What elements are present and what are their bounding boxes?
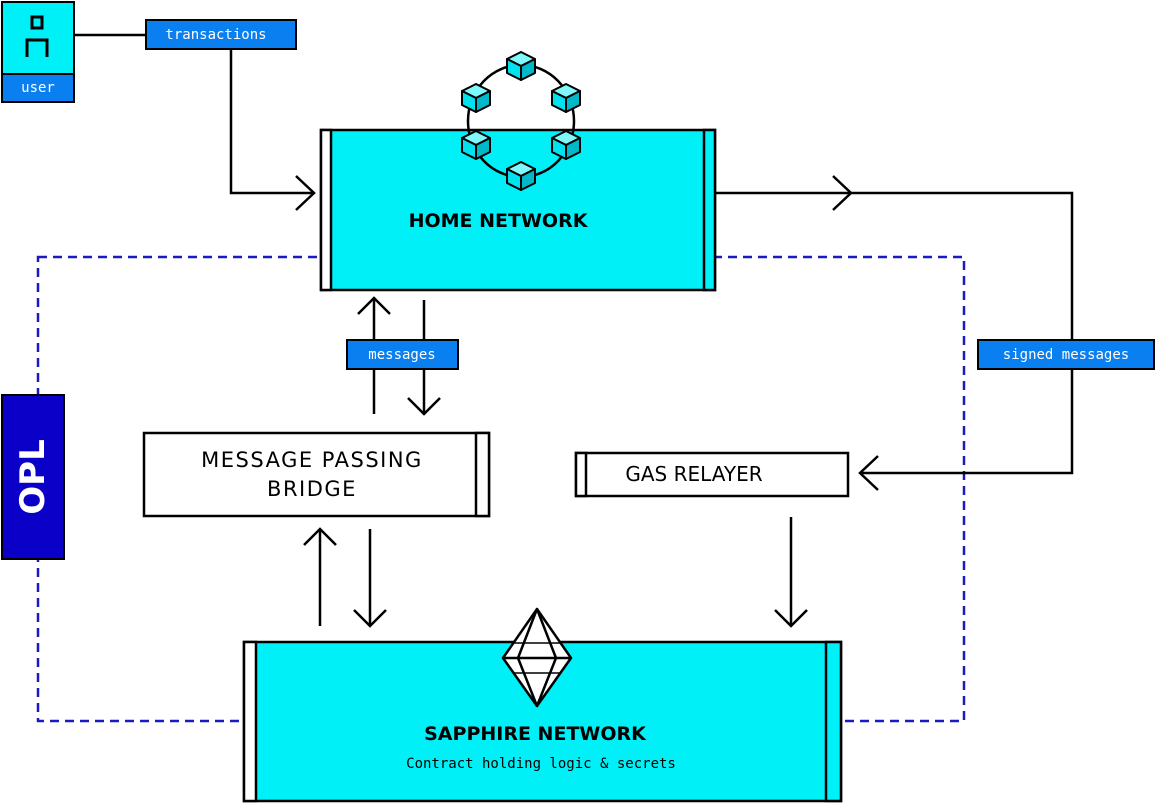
gas-relayer-title: GAS RELAYER [625,462,762,486]
gem-icon [501,607,573,708]
block-cube-icon [461,83,491,113]
user-label: user [21,80,55,96]
user-icon [25,15,49,57]
block-cube-icon [461,130,491,160]
signed-messages-label: signed messages [1003,347,1129,363]
home-network-box: HOME NETWORK [319,128,717,292]
bridge-title-line1: MESSAGE PASSING [201,448,423,472]
transactions-label-box: transactions [145,19,297,50]
transactions-label: transactions [165,27,266,43]
bridge-title-line2: BRIDGE [267,477,357,501]
block-cube-icon [506,51,536,81]
messages-label-box: messages [346,339,459,370]
user-node: user [1,1,75,103]
transactions-arrow [229,49,314,195]
messages-label: messages [368,347,435,363]
relayer-sapphire-arrow [774,517,808,628]
block-cube-icon [551,130,581,160]
blockchain-ring-icon [461,51,581,191]
sapphire-network-title: SAPPHIRE NETWORK [424,723,647,745]
opl-label: OPL [13,439,53,515]
block-cube-icon [551,83,581,113]
message-passing-bridge-box: MESSAGE PASSING BRIDGE [142,431,491,518]
signed-messages-arrow [715,191,1074,475]
block-cube-icon [506,161,536,191]
sapphire-network-subtitle: Contract holding logic & secrets [406,756,676,772]
gas-relayer-box: GAS RELAYER [574,451,850,498]
bridge-sapphire-arrows [303,527,387,628]
home-network-title: HOME NETWORK [409,210,589,232]
signed-messages-label-box: signed messages [977,339,1155,370]
opl-label-box: OPL [1,394,65,560]
user-avatar-box [1,1,75,75]
